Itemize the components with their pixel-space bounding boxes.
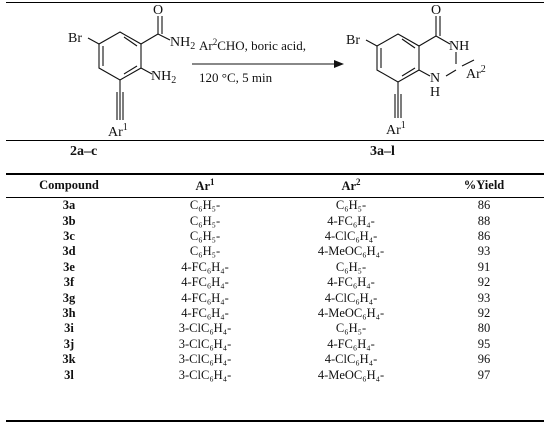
table-row: 3e 4-FC₆H₄- C₆H₅- 91 [6, 260, 544, 275]
cell-ar2: 4-MeOC₆H₄- [317, 367, 385, 382]
cell-yield: 97 [477, 367, 491, 382]
cell-yield: 86 [477, 198, 491, 213]
reactant-labels: Br O NH2 NH2 Ar1 [68, 3, 195, 140]
table-row: 3l 3-ClC₆H₄- 4-MeOC₆H₄- 97 [6, 368, 544, 383]
product-ar1-label: Ar1 [386, 120, 406, 138]
reaction-conditions-temp-time: 120 °C, 5 min [199, 70, 273, 85]
product-labels: Br O NH N H Ar2 Ar1 [346, 3, 486, 138]
reactant-compound-label: 2a–c [70, 144, 98, 159]
table-row: 3d C₆H₅- 4-MeOC₆H₄- 93 [6, 244, 544, 259]
product-structure [365, 16, 475, 118]
cell-ar2: C₆H₅- [335, 198, 367, 213]
cell-compound: 3k [62, 352, 76, 367]
top-rule [6, 2, 544, 3]
header-ar2: Ar2 [278, 175, 424, 199]
product-compound-label: 3a–l [370, 144, 395, 159]
cell-yield: 92 [477, 275, 491, 290]
reactant-carbonyl-o: O [153, 3, 163, 18]
product-ar2-label: Ar2 [466, 64, 486, 82]
reactant-amine-nh-label: NH2 [151, 69, 176, 86]
table-row: 3h 4-FC₆H₄- 4-MeOC₆H₄- 92 [6, 306, 544, 321]
cell-ar1: C₆H₅- [189, 228, 221, 243]
cell-yield: 93 [477, 290, 491, 305]
cell-ar1: C₆H₅- [189, 213, 221, 228]
cell-ar2: 4-FC₆H₄- [327, 213, 375, 228]
cell-ar2: C₆H₅- [335, 321, 367, 336]
reactant-structure [87, 16, 171, 120]
cell-ar2: 4-ClC₆H₄- [324, 290, 378, 305]
cell-ar1: 3-ClC₆H₄- [178, 321, 232, 336]
header-yield: %Yield [424, 175, 544, 199]
cell-compound: 3i [64, 321, 74, 336]
cell-yield: 96 [477, 352, 491, 367]
header-compound: Compound [6, 175, 132, 199]
cell-ar2: 4-MeOC₆H₄- [317, 306, 385, 320]
cell-compound: 3f [63, 275, 75, 290]
cell-compound: 3l [64, 367, 74, 382]
reaction-scheme: Br O NH2 NH2 Ar1 Ar2CHO, boric acid, 120… [68, 3, 486, 140]
cell-compound: 3b [62, 213, 76, 228]
table-row: 3a C₆H₅- C₆H₅- 86 [6, 198, 544, 214]
table-row: 3k 3-ClC₆H₄- 4-ClC₆H₄- 96 [6, 352, 544, 367]
cell-ar1: 3-ClC₆H₄- [178, 336, 232, 351]
product-carbonyl-o: O [431, 3, 441, 18]
cell-ar1: 4-FC₆H₄- [181, 275, 229, 290]
cell-yield: 86 [477, 228, 491, 243]
cell-compound: 3j [63, 336, 75, 351]
reactant-amide-nh-label: NH2 [170, 35, 195, 52]
table-row: 3j 3-ClC₆H₄- 4-FC₆H₄- 95 [6, 337, 544, 352]
cell-yield: 80 [477, 321, 491, 336]
cell-ar1: C₆H₅- [189, 244, 221, 259]
header-ar1: Ar1 [132, 175, 278, 199]
reactant-br-label: Br [68, 31, 82, 46]
cell-ar1: 3-ClC₆H₄- [178, 352, 232, 367]
cell-ar1: C₆H₅- [189, 198, 221, 213]
cell-ar2: 4-FC₆H₄- [327, 336, 375, 351]
reaction-conditions-reagents: Ar2CHO, boric acid, [199, 37, 306, 53]
cell-ar2: 4-MeOC₆H₄- [317, 244, 385, 259]
cell-compound: 3c [63, 228, 75, 243]
product-h-label: H [430, 85, 440, 100]
table-row: 3b C₆H₅- 4-FC₆H₄- 88 [6, 214, 544, 229]
table-bottom-rule [6, 420, 544, 422]
reaction-arrow [192, 60, 344, 68]
table-top-rule [6, 173, 544, 175]
product-br-label: Br [346, 33, 360, 48]
table-header-row: Compound Ar1 Ar2 %Yield [6, 175, 544, 199]
cell-ar2: 4-ClC₆H₄- [324, 228, 378, 243]
table-row: 3f 4-FC₆H₄- 4-FC₆H₄- 92 [6, 275, 544, 290]
scheme-bottom-rule [6, 140, 544, 141]
cell-ar2: 4-ClC₆H₄- [324, 352, 378, 367]
product-n-label: N [430, 71, 440, 86]
cell-yield: 88 [477, 213, 491, 228]
cell-ar2: 4-FC₆H₄- [327, 275, 375, 290]
cell-yield: 91 [477, 259, 491, 274]
table-row: 3c C₆H₅- 4-ClC₆H₄- 86 [6, 229, 544, 244]
product-nh-label: NH [449, 39, 469, 54]
cell-compound: 3g [62, 290, 76, 305]
table-row: 3i 3-ClC₆H₄- C₆H₅- 80 [6, 321, 544, 336]
cell-yield: 92 [477, 306, 491, 320]
cell-compound: 3a [62, 198, 76, 213]
cell-yield: 95 [477, 336, 491, 351]
cell-ar2: C₆H₅- [335, 259, 367, 274]
cell-ar1: 3-ClC₆H₄- [178, 367, 232, 382]
cell-ar1: 4-FC₆H₄- [181, 290, 229, 305]
cell-yield: 93 [477, 244, 491, 259]
table-row: 3g 4-FC₆H₄- 4-ClC₆H₄- 93 [6, 291, 544, 306]
reactant-ar1-label: Ar1 [108, 122, 128, 140]
cell-compound: 3h [62, 306, 76, 320]
cell-ar1: 4-FC₆H₄- [181, 306, 229, 320]
cell-compound: 3d [62, 244, 76, 259]
cell-ar1: 4-FC₆H₄- [181, 259, 229, 274]
cell-compound: 3e [63, 259, 75, 274]
